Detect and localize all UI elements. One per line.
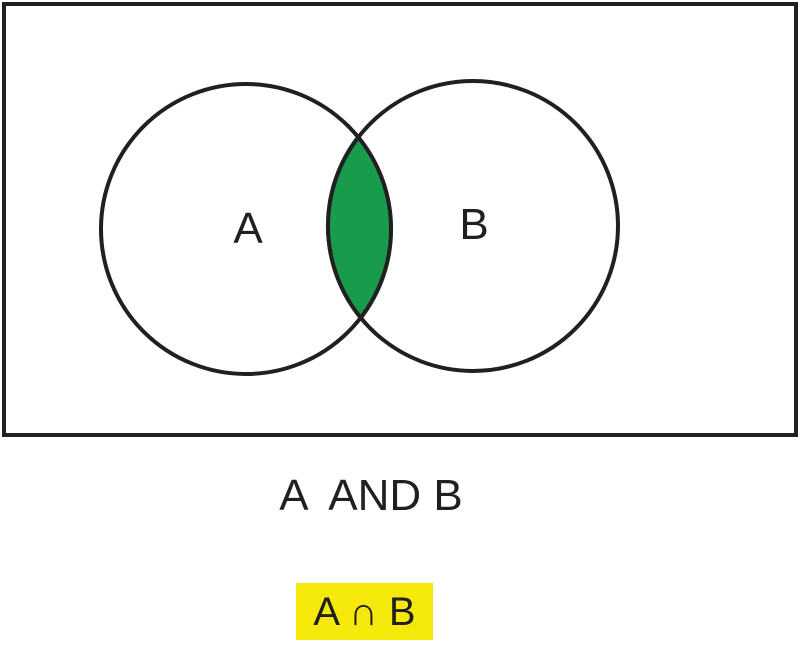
venn-diagram: A B (2, 2, 798, 437)
intersection-region (325, 134, 394, 321)
caption-a-and-b: A AND B (279, 471, 463, 520)
set-b-label: B (459, 200, 488, 249)
set-a-label: A (233, 204, 263, 253)
formula-text: A ∩ B (313, 589, 416, 634)
formula-highlight: A ∩ B (296, 583, 433, 640)
universe-rectangle (2, 2, 798, 437)
set-a-circle (99, 82, 393, 376)
set-b-circle (326, 79, 620, 373)
